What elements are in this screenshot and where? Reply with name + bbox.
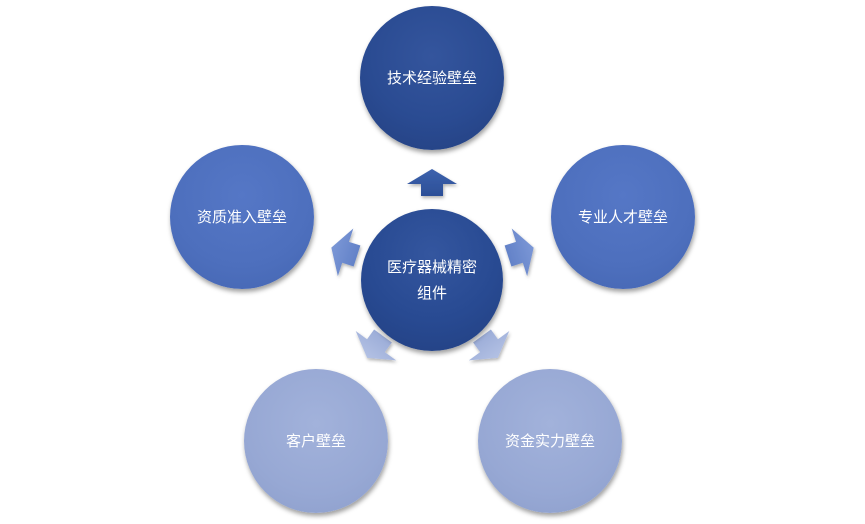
center-node: 医疗器械精密 组件: [361, 209, 503, 351]
node-label: 资金实力壁垒: [504, 432, 595, 450]
node-label: 资质准入壁垒: [196, 208, 287, 226]
node-capital-strength-barrier: 资金实力壁垒: [478, 369, 622, 513]
center-label-line-2: 组件: [416, 284, 447, 302]
node-qualification-access-barrier: 资质准入壁垒: [170, 145, 314, 289]
node-label: 专业人才壁垒: [577, 208, 668, 226]
center-label-line-1: 医疗器械精密: [386, 258, 477, 276]
arrow-to-top: [407, 169, 457, 196]
center-label: 医疗器械精密 组件: [387, 254, 477, 306]
node-professional-talent-barrier: 专业人才壁垒: [551, 145, 695, 289]
node-customer-barrier: 客户壁垒: [244, 369, 388, 513]
arrow-to-right: [500, 223, 542, 280]
node-label: 客户壁垒: [285, 432, 346, 450]
node-label: 技术经验壁垒: [386, 69, 477, 87]
node-technical-experience-barrier: 技术经验壁垒: [360, 6, 504, 150]
arrow-to-left: [323, 223, 365, 280]
